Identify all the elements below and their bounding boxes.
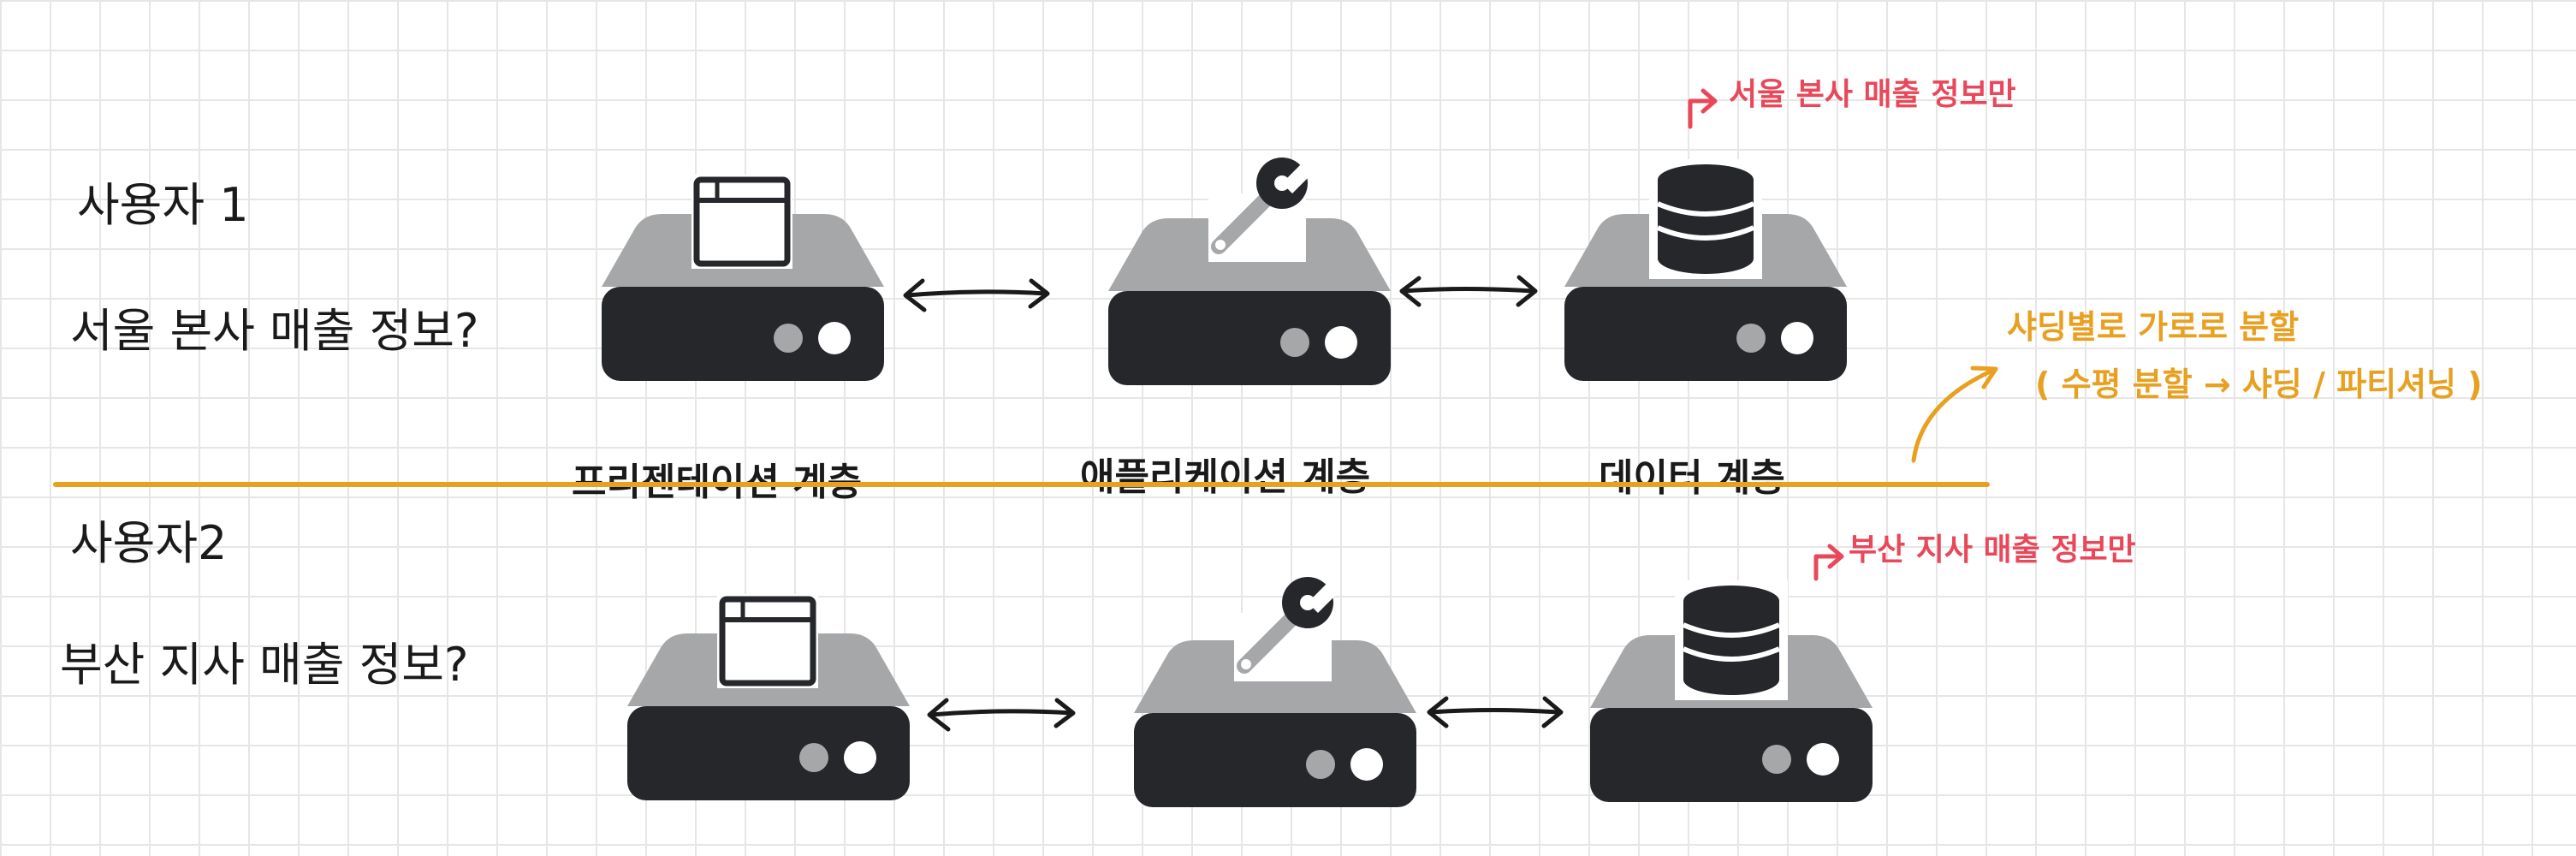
double-arrow-icon xyxy=(903,278,1050,312)
data-layer-label: 데이터 계층 xyxy=(1599,456,1785,500)
database-icon xyxy=(1649,159,1762,279)
window-icon xyxy=(691,175,792,269)
user1-question: 서울 본사 매출 정보? xyxy=(70,304,479,358)
wrench-icon xyxy=(1234,577,1340,681)
double-arrow-icon xyxy=(1399,275,1538,307)
wrench-icon xyxy=(1208,158,1315,262)
busan-only-note: 부산 지사 매출 정보만 xyxy=(1849,532,2136,568)
seoul-only-note: 서울 본사 매출 정보만 xyxy=(1729,77,2016,112)
user1-label: 사용자 1 xyxy=(77,178,249,232)
double-arrow-icon xyxy=(927,698,1076,732)
user2-question: 부산 지사 매출 정보? xyxy=(60,638,469,692)
application-layer-label: 애플리케이션 계층 xyxy=(1080,455,1370,499)
double-arrow-icon xyxy=(1427,696,1564,728)
red-arrow-icon xyxy=(1688,88,1718,129)
database-icon xyxy=(1675,580,1788,700)
window-icon xyxy=(717,594,818,688)
orange-curve-arrow-icon xyxy=(1911,366,1998,463)
sharding-detail-note: ( 수평 분할 → 샤딩 / 파티셔닝 ) xyxy=(2035,366,2483,403)
user2-label: 사용자2 xyxy=(70,516,227,570)
sharding-title-note: 샤딩별로 가로로 분할 xyxy=(2007,308,2299,346)
red-arrow-icon xyxy=(1813,544,1844,581)
